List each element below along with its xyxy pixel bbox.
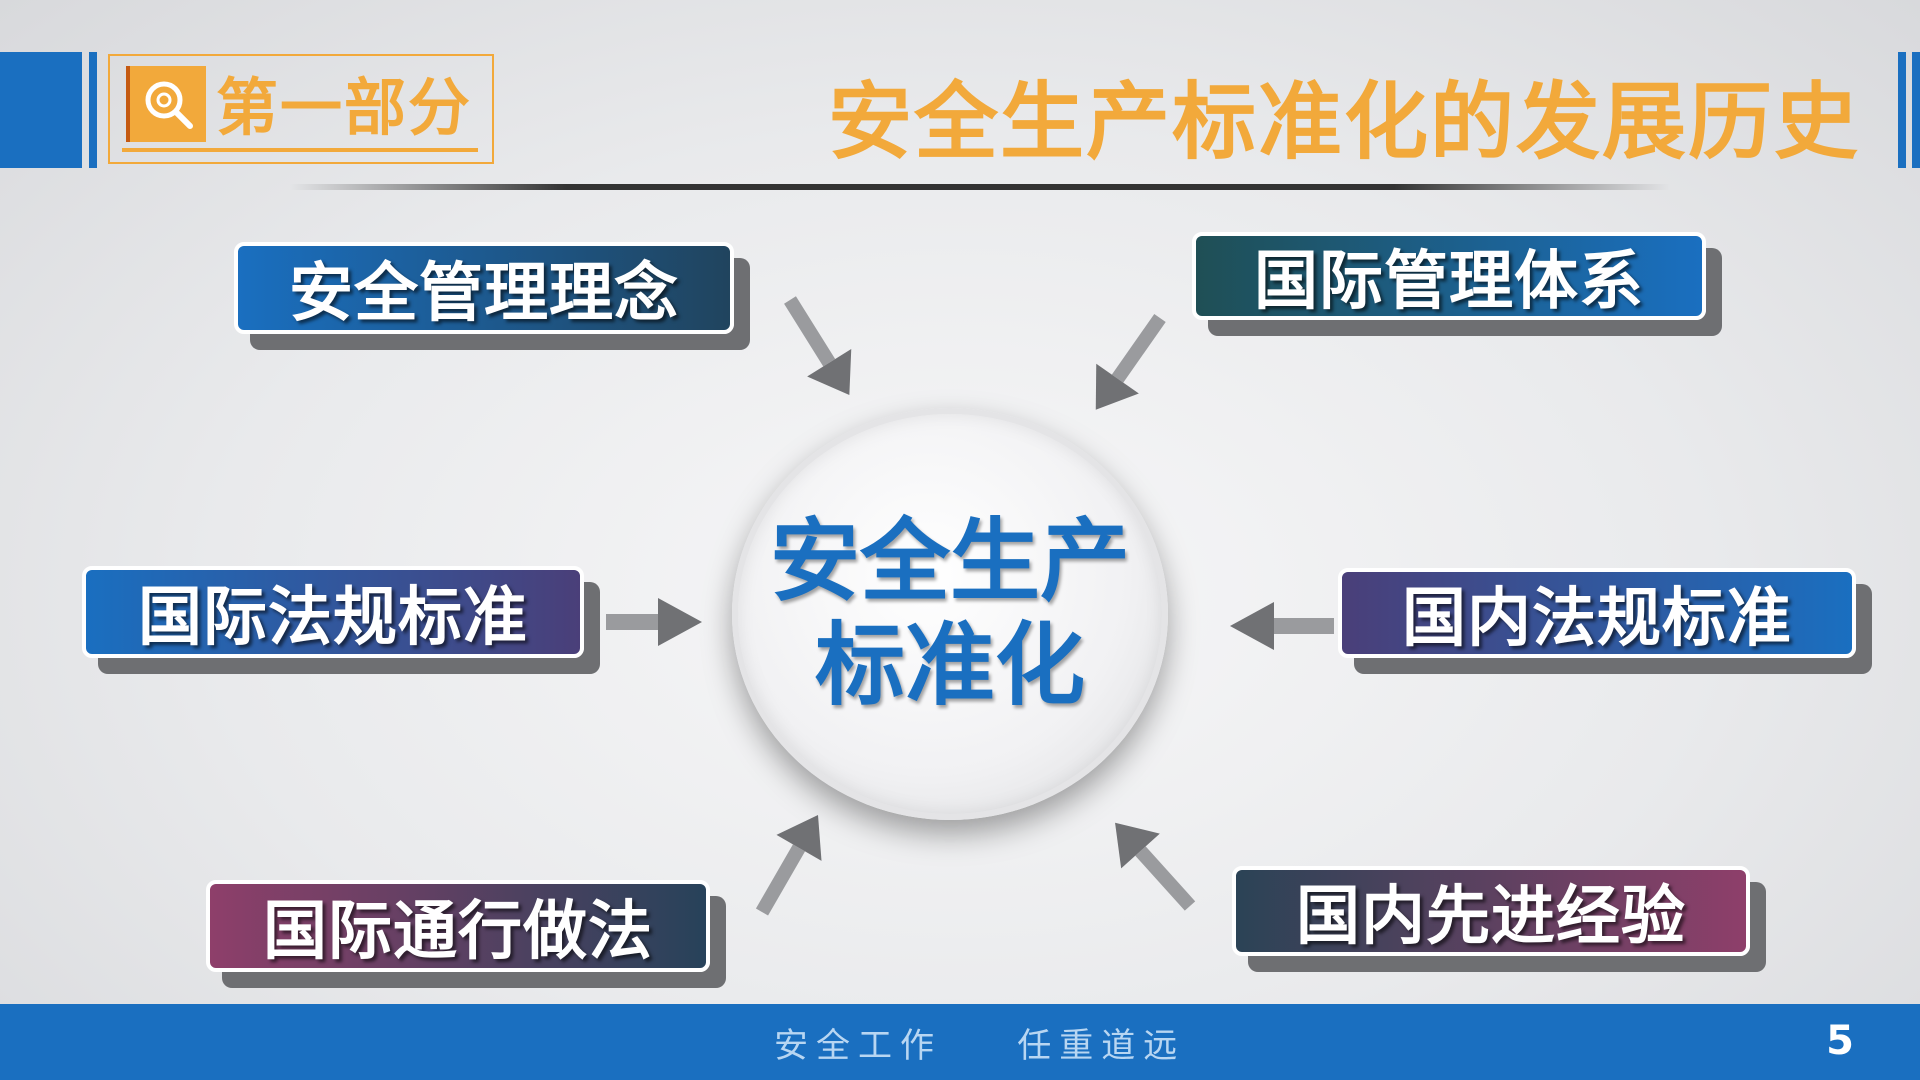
node-label: 安全管理理念 <box>289 257 679 331</box>
node-top-right: 国际管理体系 <box>1192 232 1706 320</box>
node-bottom-left: 国际通行做法 <box>206 880 710 972</box>
node-label: 国内先进经验 <box>1296 880 1686 954</box>
node-label: 国内法规标准 <box>1402 582 1792 656</box>
page-title: 安全生产标准化的发展历史 <box>827 73 1860 171</box>
footer-slogan: 安全工作 任重道远 <box>774 1026 1186 1066</box>
arrow-mid-right <box>1230 602 1334 650</box>
search-target-icon <box>126 66 206 142</box>
node-mid-left: 国际法规标准 <box>82 566 584 658</box>
node-mid-right: 国内法规标准 <box>1338 568 1856 658</box>
arrow-top-left <box>784 296 852 395</box>
section-underline <box>122 148 478 152</box>
footer-bar <box>0 1004 1920 1080</box>
header-left-bar <box>0 52 82 168</box>
node-label: 国际通行做法 <box>263 895 653 969</box>
center-label-line2: 标准化 <box>815 613 1085 718</box>
header-right-bar <box>1912 52 1920 168</box>
section-badge: 第一部分 <box>108 54 494 164</box>
arrow-top-right <box>1095 313 1166 410</box>
arrow-bottom-left <box>755 815 822 916</box>
node-label: 国际管理体系 <box>1254 245 1644 319</box>
header-right-stripe <box>1898 52 1906 168</box>
center-node: 安全生产 标准化 <box>732 408 1168 820</box>
section-label: 第一部分 <box>216 71 473 144</box>
node-label: 国际法规标准 <box>138 581 528 655</box>
header-left-stripe <box>89 52 97 168</box>
node-bottom-right: 国内先进经验 <box>1232 866 1750 956</box>
title-divider <box>290 184 1670 190</box>
arrow-mid-left <box>606 598 702 646</box>
page-number: 5 <box>1826 1018 1854 1064</box>
arrow-bottom-right <box>1115 822 1196 911</box>
center-label-line1: 安全生产 <box>770 509 1130 614</box>
node-top-left: 安全管理理念 <box>234 242 734 334</box>
